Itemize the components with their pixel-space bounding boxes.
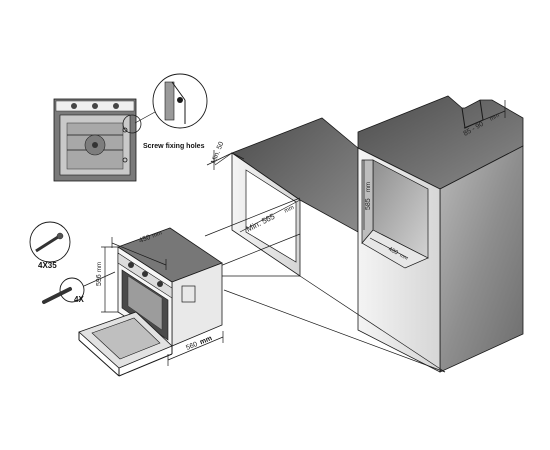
dim-596-unit: mm: [97, 262, 103, 272]
screw-spec-label: 4X35: [38, 261, 57, 270]
dim-560-label: 560: [185, 341, 199, 352]
knob-icon: [128, 262, 134, 268]
dim-450-unit: mm: [151, 230, 163, 239]
cabinet-dimensions: [206, 100, 506, 259]
oven: [78, 227, 223, 377]
dim-450-label: 450: [138, 234, 152, 245]
knob-icon: [92, 103, 98, 109]
inset-oven-view: [53, 98, 137, 182]
min-50-label: Min. 50: [210, 141, 225, 165]
dim-85-90-unit: mm: [489, 113, 501, 123]
knob-icon: [142, 271, 148, 277]
screw-detail: [29, 221, 116, 304]
screw-icon: [35, 235, 59, 253]
min-565-unit: mm: [284, 205, 296, 215]
dim-480-label: 480: [387, 246, 399, 256]
oven-door-glass: [91, 317, 161, 360]
dim-585-unit: mm: [366, 182, 372, 192]
dim-596-label: 596: [96, 274, 103, 286]
oven-cavity-inner: [127, 275, 163, 331]
screwdriver-icon: [42, 287, 72, 304]
side-bracket: [181, 285, 196, 303]
dim-480-unit: mm: [399, 253, 409, 262]
knob-icon: [71, 103, 77, 109]
tall-cabinet-niche-side: [361, 159, 374, 244]
countertop-cavity: [245, 169, 297, 263]
knob-icon: [113, 103, 119, 109]
screw-hole-magnifier: [122, 73, 208, 134]
countertop-cabinet: [231, 117, 359, 277]
oven-dimensions: [101, 237, 224, 366]
knob-icon: [157, 281, 163, 287]
tall-cabinet: [357, 95, 524, 373]
screw-fixing-holes-label: Screw fixing holes: [143, 143, 205, 150]
dim-585-label: 585: [365, 198, 372, 210]
dim-560-unit: mm: [199, 335, 213, 346]
screw-qty-label: 4X: [74, 295, 84, 304]
